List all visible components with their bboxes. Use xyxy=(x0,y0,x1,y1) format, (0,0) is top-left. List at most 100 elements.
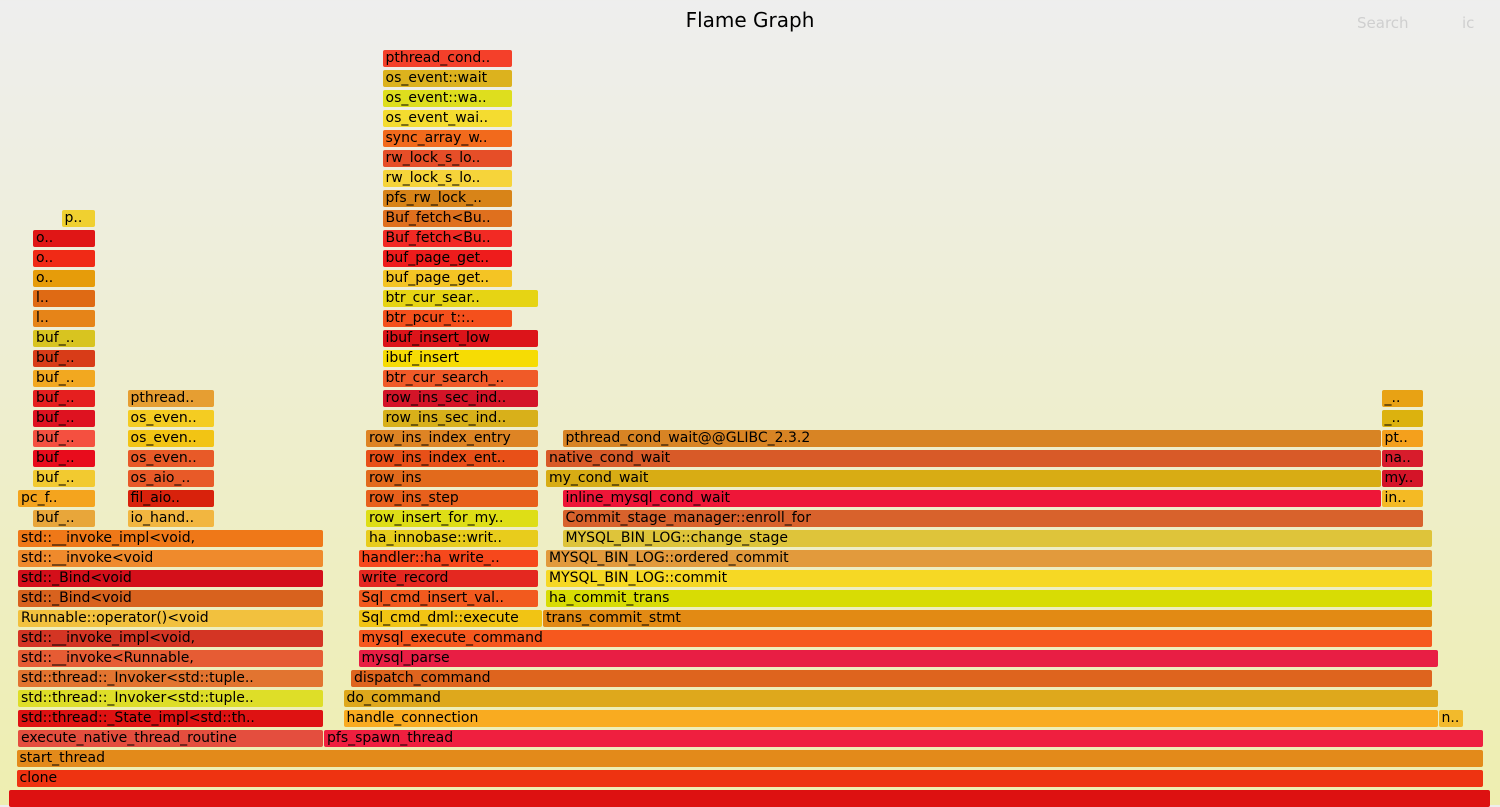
flame-frame[interactable]: ha_innobase::writ.. xyxy=(366,530,538,547)
flame-frame[interactable]: btr_cur_sear.. xyxy=(382,290,538,307)
flame-frame[interactable]: buf_page_get.. xyxy=(382,250,512,267)
flame-frame-label: clone xyxy=(19,770,58,786)
flame-frame[interactable]: std::__invoke<Runnable, xyxy=(18,650,323,667)
flame-frame[interactable]: std::__invoke_impl<void, xyxy=(18,630,323,647)
flame-frame[interactable]: row_insert_for_my.. xyxy=(366,510,538,527)
flame-frame[interactable]: in.. xyxy=(1381,490,1423,507)
flame-frame[interactable]: pc_f.. xyxy=(18,490,95,507)
flame-frame[interactable]: std::thread::_Invoker<std::tuple.. xyxy=(18,670,323,687)
flame-frame[interactable]: pthread.. xyxy=(127,390,214,407)
search-button[interactable]: Search xyxy=(1357,14,1409,32)
flame-frame[interactable]: inline_mysql_cond_wait xyxy=(562,490,1381,507)
flame-frame[interactable]: MYSQL_BIN_LOG::ordered_commit xyxy=(546,550,1432,567)
flame-frame-label: l.. xyxy=(36,310,49,326)
flame-frame[interactable]: my.. xyxy=(1381,470,1423,487)
flame-frame-label: os_even.. xyxy=(130,430,197,446)
flame-frame[interactable]: row_ins_step xyxy=(366,490,538,507)
flame-frame[interactable]: btr_pcur_t::.. xyxy=(382,310,512,327)
flame-frame[interactable]: p.. xyxy=(61,210,95,227)
flame-frame[interactable]: Commit_stage_manager::enroll_for xyxy=(562,510,1423,527)
flame-frame[interactable]: my_cond_wait xyxy=(546,470,1381,487)
flame-frame[interactable]: os_event_wai.. xyxy=(382,110,512,127)
flame-frame[interactable]: buf_.. xyxy=(33,430,95,447)
flame-frame[interactable]: Buf_fetch<Bu.. xyxy=(382,210,512,227)
flame-frame[interactable]: clone xyxy=(16,770,1483,787)
flame-frame[interactable]: std::__invoke<void xyxy=(18,550,323,567)
flame-frame[interactable]: ibuf_insert_low xyxy=(382,330,538,347)
flame-frame[interactable]: mysql_execute_command xyxy=(358,630,1432,647)
flame-frame[interactable]: std::_Bind<void xyxy=(18,570,323,587)
flame-frame[interactable]: os_aio_.. xyxy=(127,470,214,487)
flame-frame[interactable]: buf_.. xyxy=(33,450,95,467)
flame-frame[interactable]: os_even.. xyxy=(127,430,214,447)
flame-frame[interactable]: btr_cur_search_.. xyxy=(382,370,538,387)
flame-frame[interactable]: pfs_spawn_thread xyxy=(324,730,1483,747)
flame-frame[interactable]: pt.. xyxy=(1381,430,1423,447)
flame-frame-label: Sql_cmd_dml::execute xyxy=(361,610,519,626)
flame-frame[interactable]: row_ins_sec_ind.. xyxy=(382,390,538,407)
flame-frame[interactable]: MYSQL_BIN_LOG::commit xyxy=(546,570,1432,587)
flame-frame[interactable]: buf_.. xyxy=(33,410,95,427)
flame-frame[interactable]: trans_commit_stmt xyxy=(543,610,1432,627)
ignore-case-toggle[interactable]: ic xyxy=(1462,14,1475,32)
flame-frame[interactable]: std::_Bind<void xyxy=(18,590,323,607)
flame-frame[interactable]: Sql_cmd_insert_val.. xyxy=(358,590,538,607)
flame-frame[interactable]: fil_aio.. xyxy=(127,490,214,507)
flame-frame[interactable]: mysql_parse xyxy=(358,650,1438,667)
flame-frame-label: MYSQL_BIN_LOG::ordered_commit xyxy=(549,550,789,566)
flame-frame[interactable]: Runnable::operator()<void xyxy=(18,610,323,627)
flame-frame[interactable]: na.. xyxy=(1381,450,1423,467)
flame-frame[interactable]: native_cond_wait xyxy=(546,450,1381,467)
flame-frame[interactable]: io_hand.. xyxy=(127,510,214,527)
flame-frame[interactable]: os_even.. xyxy=(127,450,214,467)
flame-frame[interactable]: write_record xyxy=(358,570,538,587)
flame-frame[interactable]: l.. xyxy=(33,290,95,307)
flame-frame[interactable]: rw_lock_s_lo.. xyxy=(382,170,512,187)
flame-frame[interactable]: buf_.. xyxy=(33,510,95,527)
flame-frame[interactable]: o.. xyxy=(33,230,95,247)
flame-frame[interactable]: std::__invoke_impl<void, xyxy=(18,530,323,547)
flame-frame[interactable]: row_ins_sec_ind.. xyxy=(382,410,538,427)
flame-frame[interactable]: dispatch_command xyxy=(351,670,1432,687)
flame-frame[interactable]: _.. xyxy=(1381,390,1423,407)
flame-frame[interactable]: ha_commit_trans xyxy=(546,590,1432,607)
flame-frame-label: os_event::wait xyxy=(385,70,488,86)
flame-frame[interactable]: os_even.. xyxy=(127,410,214,427)
flame-frame[interactable]: handler::ha_write_.. xyxy=(358,550,538,567)
flame-frame[interactable]: buf_.. xyxy=(33,470,95,487)
flame-frame[interactable]: pthread_cond.. xyxy=(382,50,512,67)
flame-frame-label: inline_mysql_cond_wait xyxy=(565,490,730,506)
flame-frame[interactable]: l.. xyxy=(33,310,95,327)
flame-frame[interactable]: buf_.. xyxy=(33,350,95,367)
flame-frame[interactable]: Buf_fetch<Bu.. xyxy=(382,230,512,247)
flame-frame[interactable]: buf_.. xyxy=(33,370,95,387)
flame-frame-label: trans_commit_stmt xyxy=(546,610,681,626)
flame-frame-label: std::thread::_Invoker<std::tuple.. xyxy=(21,670,254,686)
flame-frame[interactable]: n.. xyxy=(1438,710,1463,727)
flame-frame[interactable]: rw_lock_s_lo.. xyxy=(382,150,512,167)
flame-frame[interactable]: buf_page_get.. xyxy=(382,270,512,287)
flame-frame[interactable]: buf_.. xyxy=(33,390,95,407)
flame-frame[interactable]: do_command xyxy=(343,690,1438,707)
flame-frame[interactable]: Sql_cmd_dml::execute xyxy=(358,610,542,627)
flame-frame[interactable]: handle_connection xyxy=(343,710,1438,727)
flame-frame[interactable]: ibuf_insert xyxy=(382,350,538,367)
flame-frame[interactable]: execute_native_thread_routine xyxy=(18,730,323,747)
flame-frame[interactable]: row_ins xyxy=(366,470,538,487)
flame-frame[interactable]: row_ins_index_ent.. xyxy=(366,450,538,467)
flame-frame[interactable]: std::thread::_Invoker<std::tuple.. xyxy=(18,690,323,707)
flame-frame[interactable]: pthread_cond_wait@@GLIBC_2.3.2 xyxy=(562,430,1381,447)
flame-frame[interactable]: sync_array_w.. xyxy=(382,130,512,147)
flame-frame[interactable] xyxy=(9,790,1490,807)
flame-frame[interactable]: start_thread xyxy=(16,750,1483,767)
flame-frame[interactable]: o.. xyxy=(33,270,95,287)
flame-frame[interactable]: row_ins_index_entry xyxy=(366,430,538,447)
flame-frame[interactable]: std::thread::_State_impl<std::th.. xyxy=(18,710,323,727)
flame-frame[interactable]: buf_.. xyxy=(33,330,95,347)
flame-frame[interactable]: pfs_rw_lock_.. xyxy=(382,190,512,207)
flame-frame[interactable]: MYSQL_BIN_LOG::change_stage xyxy=(562,530,1432,547)
flame-frame[interactable]: os_event::wait xyxy=(382,70,512,87)
flame-frame[interactable]: os_event::wa.. xyxy=(382,90,512,107)
flame-frame[interactable]: _.. xyxy=(1381,410,1423,427)
flame-frame[interactable]: o.. xyxy=(33,250,95,267)
